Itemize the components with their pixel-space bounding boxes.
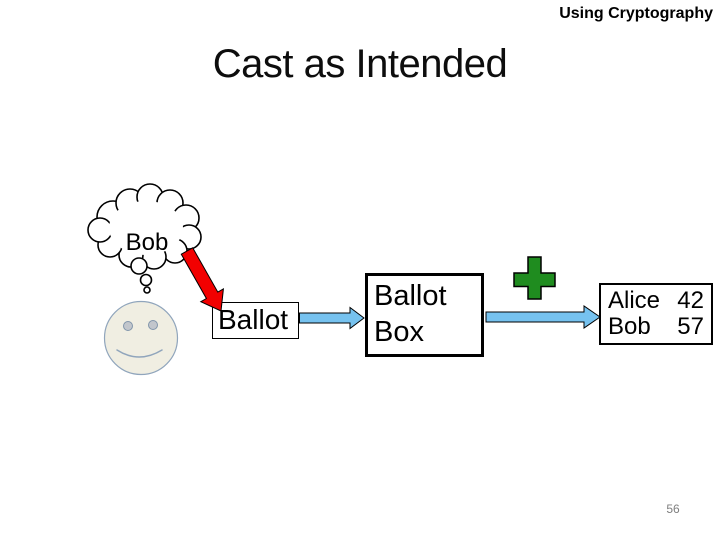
ballot-box-label-line1: Ballot <box>374 280 447 312</box>
tally-candidate-name: Alice <box>608 287 661 314</box>
ballot-box: Ballot Box <box>365 273 484 357</box>
page-title: Cast as Intended <box>212 42 508 86</box>
thought-bubble-label: Bob <box>125 229 169 256</box>
page-number: 56 <box>666 502 680 516</box>
blue-arrow-icon <box>485 305 601 329</box>
tally-candidate-count: 57 <box>677 313 704 340</box>
ballot-note-box: Ballot <box>212 302 299 339</box>
slide-header-label: Using Cryptography <box>559 5 713 22</box>
smiley-face-icon <box>103 300 179 376</box>
ballot-box-label-line2: Box <box>374 316 424 348</box>
blue-arrow-icon <box>299 306 365 330</box>
plus-icon <box>513 256 556 300</box>
tally-row: Alice 42 <box>608 288 704 314</box>
tally-row: Bob 57 <box>608 314 704 340</box>
tally-board: Alice 42 Bob 57 <box>599 283 713 345</box>
tally-candidate-count: 42 <box>677 287 704 314</box>
tally-candidate-name: Bob <box>608 313 651 340</box>
